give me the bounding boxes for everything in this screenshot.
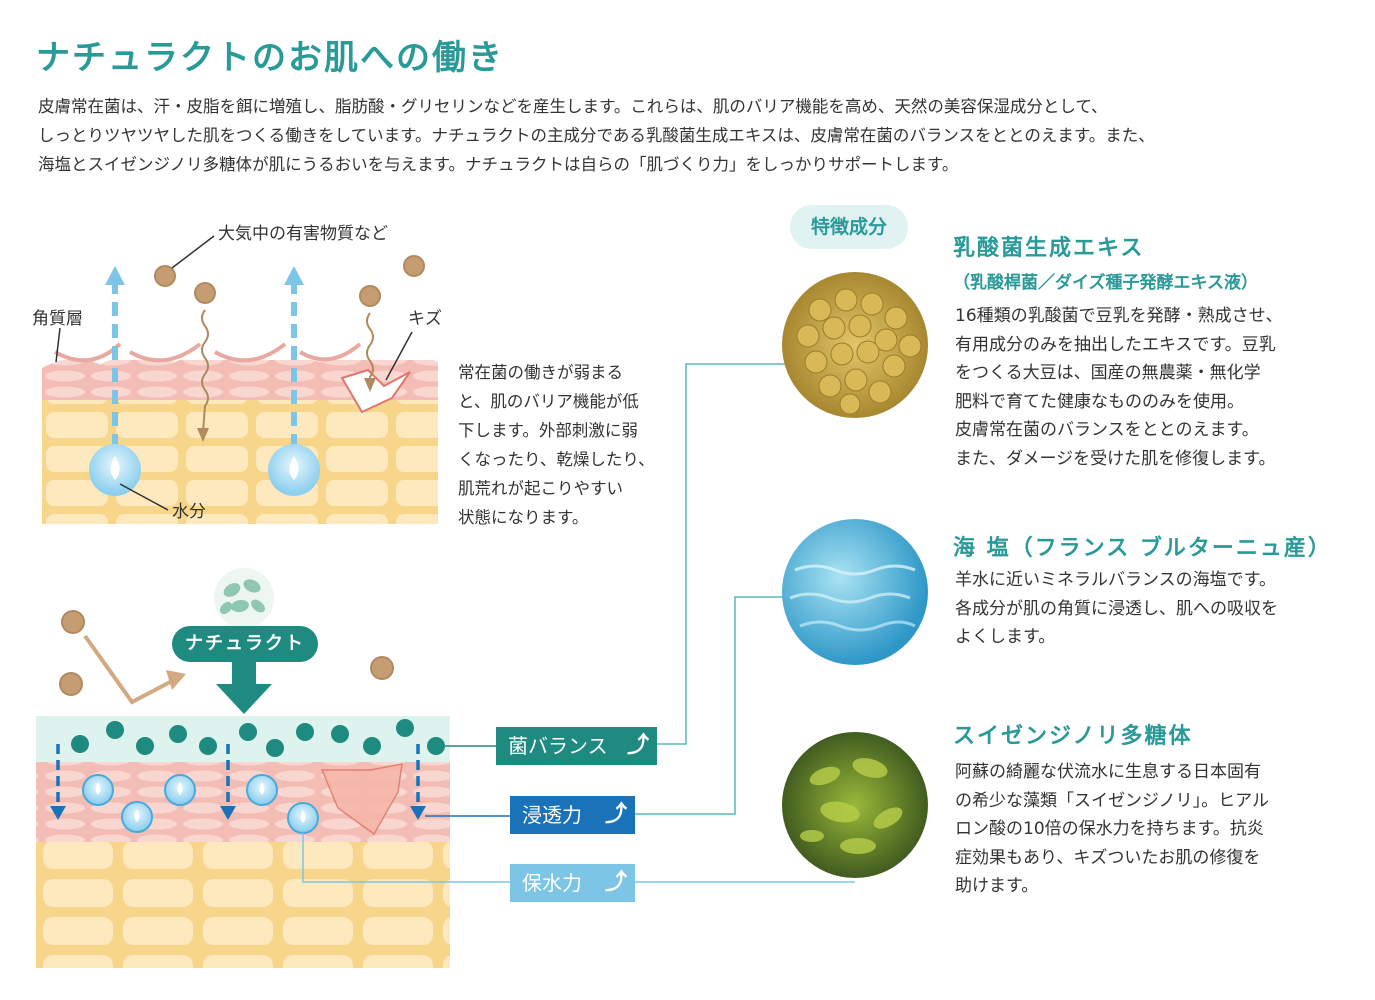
ingredient-line: また、ダメージを受けた肌を修復します。 [955,448,1276,469]
ingredient-line: 羊水に近いミネラルバランスの海塩です。 [955,570,1276,590]
ingredient-line: をつくる大豆は、国産の無農薬・無化学 [955,363,1261,383]
leaf-logo-icon [214,568,274,628]
ingredient-title: 海 塩（フランス ブルターニュ産） [953,536,1332,561]
water-label: 水分 [172,502,206,522]
sea-water-image [782,519,928,665]
algae-image [782,732,928,878]
ingredient-line: 阿蘇の綺麗な伏流水に生息する日本固有 [955,762,1261,782]
ingredient-line: ロン酸の10倍の保水力を持ちます。抗炎 [955,819,1264,839]
intro-line: 海塩とスイゼンジノリ多糖体が肌にうるおいを与えます。ナチュラクトは自らの「肌づく… [38,155,959,174]
water-retention-tag: 保水力 ⤴ [510,864,635,902]
particle-icon [61,610,85,634]
stratum-label: 角質層 [32,309,83,329]
ingredient-line: 有用成分のみを抽出したエキスです。豆乳 [955,334,1276,355]
page-title: ナチュラクトのお肌への働き [36,38,504,78]
ingredient-description: 阿蘇の綺麗な伏流水に生息する日本固有 の希少な藻類「スイゼンジノリ」。ヒアル ロ… [955,758,1355,901]
ingredient-line: 肥料で育てた健康なもののみを使用。 [955,391,1244,412]
ingredient-title: スイゼンジノリ多糖体 [953,724,1193,749]
desc-line: 下します。外部刺激に弱 [458,421,638,440]
desc-line: 状態になります。 [458,508,589,527]
tag-label: 保水力 [522,871,582,895]
intro-line: 皮膚常在菌は、汗・皮脂を餌に増殖し、脂肪酸・グリセリンなどを産生します。これらは… [38,97,1108,116]
ingredient-line: 16種類の乳酸菌で豆乳を発酵・熟成させ、 [955,306,1283,326]
ingredient-line: 症効果もあり、キズついたお肌の修復を [955,847,1261,868]
intro-line: しっとりツヤツヤした肌をつくる働きをしています。ナチュラクトの主成分である乳酸菌… [38,126,1155,145]
weak-bacteria-description: 常在菌の働きが弱まる と、肌のバリア機能が低 下します。外部刺激に弱 くなったり… [458,358,673,532]
tag-label: 浸透力 [522,803,582,827]
ingredient-title: 乳酸菌生成エキス [953,236,1145,261]
particle-icon [154,265,176,287]
ingredient-line: 助けます。 [955,876,1039,896]
particle-icon [194,282,216,304]
desc-line: 常在菌の働きが弱まる [458,363,623,382]
ingredient-line: よくします。 [955,627,1056,647]
desc-line: と、肌のバリア機能が低 [458,392,639,411]
up-arrow-icon: ⤴ [604,802,627,827]
ingredient-line: 各成分が肌の角質に浸透し、肌への吸収を [955,598,1278,619]
ingredient-description: 羊水に近いミネラルバランスの海塩です。 各成分が肌の角質に浸透し、肌への吸収を … [955,566,1355,652]
harmful-substance-label: 大気中の有害物質など [218,224,388,244]
up-arrow-icon: ⤴ [626,733,649,758]
ingredient-description: 16種類の乳酸菌で豆乳を発酵・熟成させ、 有用成分のみを抽出したエキスです。豆乳… [955,302,1355,473]
bacteria-balance-tag: 菌バランス ⤴ [496,727,657,765]
tag-label: 菌バランス [508,734,608,758]
particle-icon [403,255,425,277]
product-label: ナチュラクト [172,626,318,662]
particle-icon [59,672,83,696]
wound-label: キズ [408,309,442,329]
particle-icon [370,656,394,680]
feature-ingredients-badge: 特徴成分 [790,205,908,249]
desc-line: 肌荒れが起こりやすい [458,479,623,498]
intro-text: 皮膚常在菌は、汗・皮脂を餌に増殖し、脂肪酸・グリセリンなどを産生します。これらは… [38,92,1348,179]
soybean-image [782,272,928,418]
penetration-tag: 浸透力 ⤴ [510,796,635,834]
particle-icon [359,285,381,307]
desc-line: くなったり、乾燥したり、 [458,450,655,469]
ingredient-subtitle: （乳酸桿菌／ダイズ種子発酵エキス液） [953,273,1258,293]
ingredient-line: 皮膚常在菌のバランスをととのえます。 [955,420,1259,440]
up-arrow-icon: ⤴ [604,870,627,895]
ingredient-line: の希少な藻類「スイゼンジノリ」。ヒアル [955,790,1269,811]
